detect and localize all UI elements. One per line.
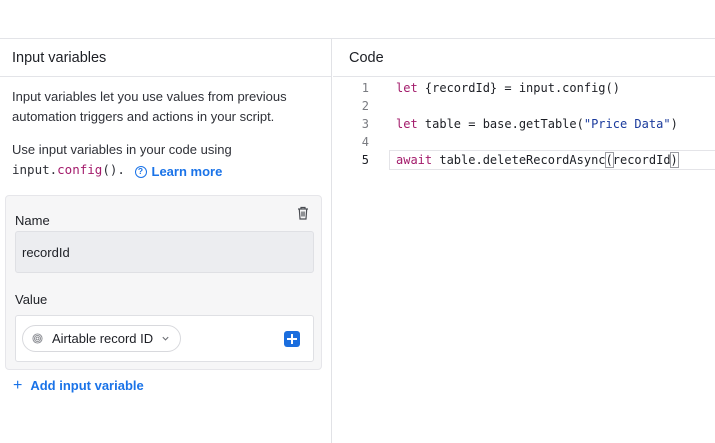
input-variables-header: Input variables [0, 39, 331, 77]
learn-more-link[interactable]: ? Learn more [134, 162, 223, 182]
code-line: 1 let {recordId} = input.config() [333, 79, 620, 97]
usage-text: Use input variables in your code using [12, 142, 232, 157]
input-variable-card: Name Value Airtable record ID [5, 195, 322, 370]
usage-code-object: input. [12, 162, 58, 177]
line-number: 3 [361, 117, 369, 131]
code-keyword: let [396, 81, 418, 95]
trash-icon[interactable] [297, 206, 309, 220]
code-editor[interactable]: 1 let {recordId} = input.config() 2 3 le… [333, 78, 715, 443]
top-toolbar-strip [0, 0, 715, 39]
bracket-match: ( [604, 152, 614, 168]
plus-icon: + [13, 376, 23, 394]
variable-name-input[interactable] [15, 231, 314, 273]
code-line: 3 let table = base.getTable("Price Data"… [333, 115, 678, 133]
code-keyword: await [396, 153, 433, 167]
variable-value-field: Airtable record ID [15, 315, 314, 362]
code-line: 2 [333, 97, 369, 115]
code-fragment: table.deleteRecordAsync [432, 153, 606, 167]
code-panel: Code 1 let {recordId} = input.config() 2… [333, 39, 715, 443]
input-variables-panel: Input variables Input variables let you … [0, 39, 332, 443]
code-keyword: let [396, 117, 418, 131]
learn-more-label: Learn more [151, 164, 223, 179]
code-string: "Price Data" [583, 117, 671, 131]
input-variables-description: Input variables let you use values from … [12, 89, 287, 124]
current-line-highlight [389, 150, 715, 170]
usage-code-function: config [57, 162, 103, 177]
code-title: Code [349, 49, 384, 66]
value-label: Value [15, 292, 48, 307]
input-variables-title: Input variables [12, 49, 107, 66]
value-token-label: Airtable record ID [52, 331, 154, 346]
add-input-variable-button[interactable]: + Add input variable [13, 376, 144, 394]
help-circle-icon: ? [134, 166, 147, 178]
line-number: 2 [361, 99, 369, 113]
line-number: 1 [361, 81, 369, 95]
code-fragment: ) [670, 117, 678, 131]
fingerprint-icon [32, 333, 43, 344]
code-header: Code [333, 39, 715, 77]
code-text: await table.deleteRecordAsync(recordId) [396, 152, 679, 168]
usage-code: input.config(). [12, 162, 125, 177]
code-fragment: table = base.getTable( [417, 117, 584, 131]
code-fragment: {recordId} = input.config() [417, 81, 620, 95]
chevron-down-icon [162, 336, 169, 341]
value-token-dropdown[interactable]: Airtable record ID [22, 325, 182, 352]
add-input-variable-label: Add input variable [30, 378, 144, 393]
usage-code-suffix: (). [102, 162, 125, 177]
code-line: 4 [333, 133, 369, 151]
code-text: let {recordId} = input.config() [396, 81, 620, 95]
code-fragment: recordId [612, 153, 671, 167]
bracket-match: ) [669, 152, 679, 168]
code-line-active: 5 await table.deleteRecordAsync(recordId… [333, 151, 679, 169]
line-number: 5 [361, 153, 369, 167]
input-variables-usage: Use input variables in your code using i… [12, 140, 317, 182]
name-label: Name [15, 213, 50, 228]
code-text: let table = base.getTable("Price Data") [396, 117, 678, 131]
line-number: 4 [361, 135, 369, 149]
plus-square-icon[interactable] [284, 331, 300, 347]
